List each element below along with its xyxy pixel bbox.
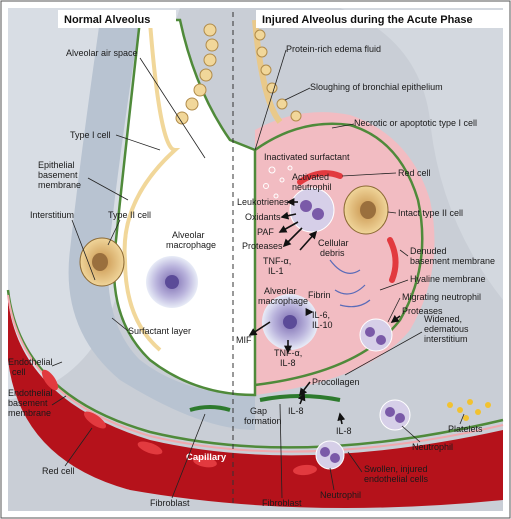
- alveolar-air-space: [112, 18, 257, 397]
- label-macrophage-right-1: Alveolar: [264, 286, 297, 296]
- label-endothelial-cell-2: cell: [12, 367, 26, 377]
- label-epithelial-bm-2: basement: [38, 170, 78, 180]
- label-paf: PAF: [257, 227, 274, 237]
- label-endothelial-bm-1: Endothelial: [8, 388, 53, 398]
- label-capillary: Capillary: [186, 452, 227, 463]
- label-macrophage-left-2: macrophage: [166, 240, 216, 250]
- label-neutrophil-1: Neutrophil: [412, 442, 453, 452]
- type2-cell-left: [79, 237, 125, 287]
- tissue-shade-right: [340, 8, 503, 300]
- fibrin-strands: [329, 259, 371, 308]
- label-cellular-debris-1: Cellular: [318, 238, 349, 248]
- label-alveolar-air-space: Alveolar air space: [66, 48, 138, 58]
- interstitium-left: [68, 20, 255, 430]
- label-leukotrienes: Leukotrienes: [237, 197, 289, 207]
- right-header-box: [256, 10, 504, 28]
- label-protein-edema: Protein-rich edema fluid: [286, 44, 381, 54]
- label-il6-il10-1: IL-6,: [312, 310, 330, 320]
- label-proteases-2: Proteases: [402, 306, 443, 316]
- label-mif: MIF: [236, 335, 252, 345]
- label-red-cell-left: Red cell: [42, 466, 75, 476]
- label-neutrophil-2: Neutrophil: [320, 490, 361, 500]
- label-platelets: Platelets: [448, 424, 483, 434]
- label-hyaline: Hyaline membrane: [410, 274, 486, 284]
- label-proteases: Proteases: [242, 241, 283, 251]
- label-oxidants: Oxidants: [245, 212, 281, 222]
- label-swollen-1: Swollen, injured: [364, 464, 428, 474]
- label-red-cell-right: Red cell: [398, 168, 431, 178]
- label-macrophage-right-2: macrophage: [258, 296, 308, 306]
- label-activated-neutrophil-1: Activated: [292, 172, 329, 182]
- label-il8-a: IL-8: [288, 406, 304, 416]
- label-swollen-2: endothelial cells: [364, 474, 429, 484]
- label-intact-type2: Intact type II cell: [398, 208, 463, 218]
- label-activated-neutrophil-2: neutrophil: [292, 182, 332, 192]
- macrophage-left: [146, 256, 198, 308]
- label-migrating-neutrophil: Migrating neutrophil: [402, 292, 481, 302]
- label-widened-1: Widened,: [424, 314, 462, 324]
- type2-cell-right: [343, 185, 389, 235]
- endothelial-layer: [7, 294, 504, 453]
- label-widened-3: interstitium: [424, 334, 468, 344]
- migrating-neutrophil: [359, 318, 393, 352]
- label-endothelial-bm-3: membrane: [8, 408, 51, 418]
- left-labels: Alveolar air space Type I cell Epithelia…: [8, 48, 227, 508]
- right-header: Injured Alveolus during the Acute Phase: [262, 14, 473, 26]
- label-fibroblast-right: Fibroblast: [262, 498, 302, 508]
- label-interstitium: Interstitium: [30, 210, 74, 220]
- label-necrotic: Necrotic or apoptotic type I cell: [354, 118, 477, 128]
- label-macrophage-left-1: Alveolar: [172, 230, 205, 240]
- label-sloughing: Sloughing of bronchial epithelium: [310, 82, 443, 92]
- label-cellular-debris-2: debris: [320, 248, 345, 258]
- left-header: Normal Alveolus: [64, 14, 150, 26]
- label-epithelial-bm-1: Epithelial: [38, 160, 75, 170]
- label-il6-il10-2: IL-10: [312, 320, 333, 330]
- platelets-cluster: [447, 399, 491, 421]
- label-procollagen: Procollagen: [312, 377, 360, 387]
- red-cells-capillary: [41, 369, 317, 476]
- bronchial-cells-right: [254, 29, 302, 122]
- capillary: [8, 300, 503, 508]
- label-type1-cell: Type I cell: [70, 130, 111, 140]
- label-denuded-bm-2: basement membrane: [410, 256, 495, 266]
- label-gap-1: Gap: [250, 406, 267, 416]
- label-il8-b: IL-8: [336, 426, 352, 436]
- endothelial-basement-membrane: [6, 289, 504, 449]
- activated-neutrophil: [289, 187, 335, 233]
- red-cells-alveolus: [297, 170, 399, 283]
- fibroblast-left: [189, 405, 231, 412]
- label-epithelial-bm-3: membrane: [38, 180, 81, 190]
- right-labels: Protein-rich edema fluid Sloughing of br…: [236, 44, 495, 508]
- label-inactivated-surfactant: Inactivated surfactant: [264, 152, 350, 162]
- label-fibroblast-left: Fibroblast: [150, 498, 190, 508]
- bronchial-cells-left: [175, 23, 219, 125]
- label-widened-2: edematous: [424, 324, 469, 334]
- label-tnf-il8-2: IL-8: [280, 358, 296, 368]
- label-denuded-bm-1: Denuded: [410, 246, 447, 256]
- label-gap-2: formation: [244, 416, 282, 426]
- label-type2-cell: Type II cell: [108, 210, 151, 220]
- epithelium-lining: [122, 21, 181, 352]
- label-tnf-il1-1: TNF-α,: [263, 256, 291, 266]
- label-fibrin: Fibrin: [308, 290, 331, 300]
- inactivated-surfactant-bubbles: [263, 165, 293, 199]
- injured-alveolar-wall: [254, 122, 424, 387]
- macrophage-right: [262, 294, 318, 350]
- left-header-box: [58, 10, 176, 28]
- label-tnf-il1-2: IL-1: [268, 266, 284, 276]
- label-endothelial-cell-1: Endothelial: [8, 357, 53, 367]
- label-endothelial-bm-2: basement: [8, 398, 48, 408]
- label-surfactant-layer: Surfactant layer: [128, 326, 191, 336]
